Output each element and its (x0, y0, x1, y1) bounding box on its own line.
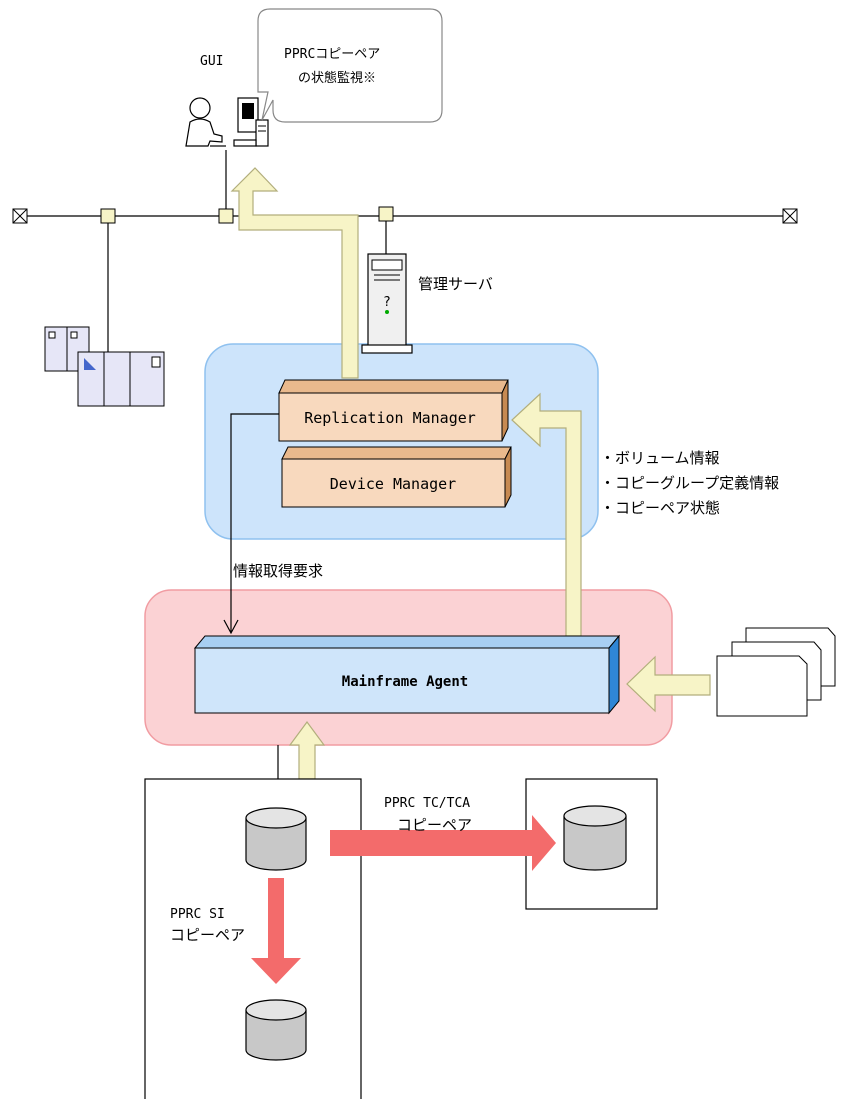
network-node-mainframe (100, 208, 116, 224)
device-manager-box (281, 446, 512, 508)
monitor-callout-line1: PPRCコピーペア (284, 47, 380, 62)
device-manager-label: Device Manager (330, 475, 456, 493)
si-volume-icon (245, 999, 307, 1061)
user-icon (185, 97, 226, 147)
gui-label: GUI (200, 54, 223, 69)
info-request-arrowhead (223, 619, 239, 635)
flow-arrow-to-replication-manager (511, 392, 582, 637)
info-item-pair-status: ・コピーペア状態 (600, 499, 720, 517)
primary-volume-icon (245, 807, 307, 871)
info-item-copy-group: ・コピーグループ定義情報 (600, 474, 779, 492)
mainframe-agent-box (193, 634, 621, 715)
network-terminator-left (12, 208, 28, 224)
flow-arrow-to-gui (230, 167, 359, 379)
si-copy-arrow (251, 878, 301, 984)
info-item-volume: ・ボリューム情報 (600, 449, 720, 467)
management-server-icon: ? (361, 253, 413, 354)
monitor-callout (257, 8, 443, 123)
mainframe-host-icon (44, 326, 165, 407)
management-server-label: 管理サーバ (418, 275, 493, 293)
tc-copy-arrow (330, 815, 556, 871)
network-node-server (378, 206, 394, 222)
pprc-si-label-line1: PPRC SI (170, 907, 225, 922)
network-node-gui (218, 208, 234, 224)
pprc-tc-label-line2: コピーペア (397, 816, 472, 834)
flow-arrow-storage-to-agent (288, 720, 326, 780)
svg-text:?: ? (383, 295, 391, 310)
network-terminator-right (782, 208, 798, 224)
pprc-tc-label-line1: PPRC TC/TCA (384, 796, 470, 811)
mainframe-agent-label: Mainframe Agent (342, 674, 468, 690)
remote-volume-icon (563, 805, 627, 871)
info-request-label: 情報取得要求 (233, 562, 323, 580)
replication-manager-box (278, 379, 509, 442)
monitor-callout-line2: の状態監視※ (298, 70, 376, 86)
workstation-icon (233, 97, 269, 147)
pprc-si-label-line2: コピーペア (170, 926, 245, 944)
info-request-line (230, 413, 279, 632)
flow-arrow-documents-to-agent (626, 655, 711, 713)
documents-icon (716, 627, 836, 717)
replication-manager-label: Replication Manager (304, 409, 476, 427)
